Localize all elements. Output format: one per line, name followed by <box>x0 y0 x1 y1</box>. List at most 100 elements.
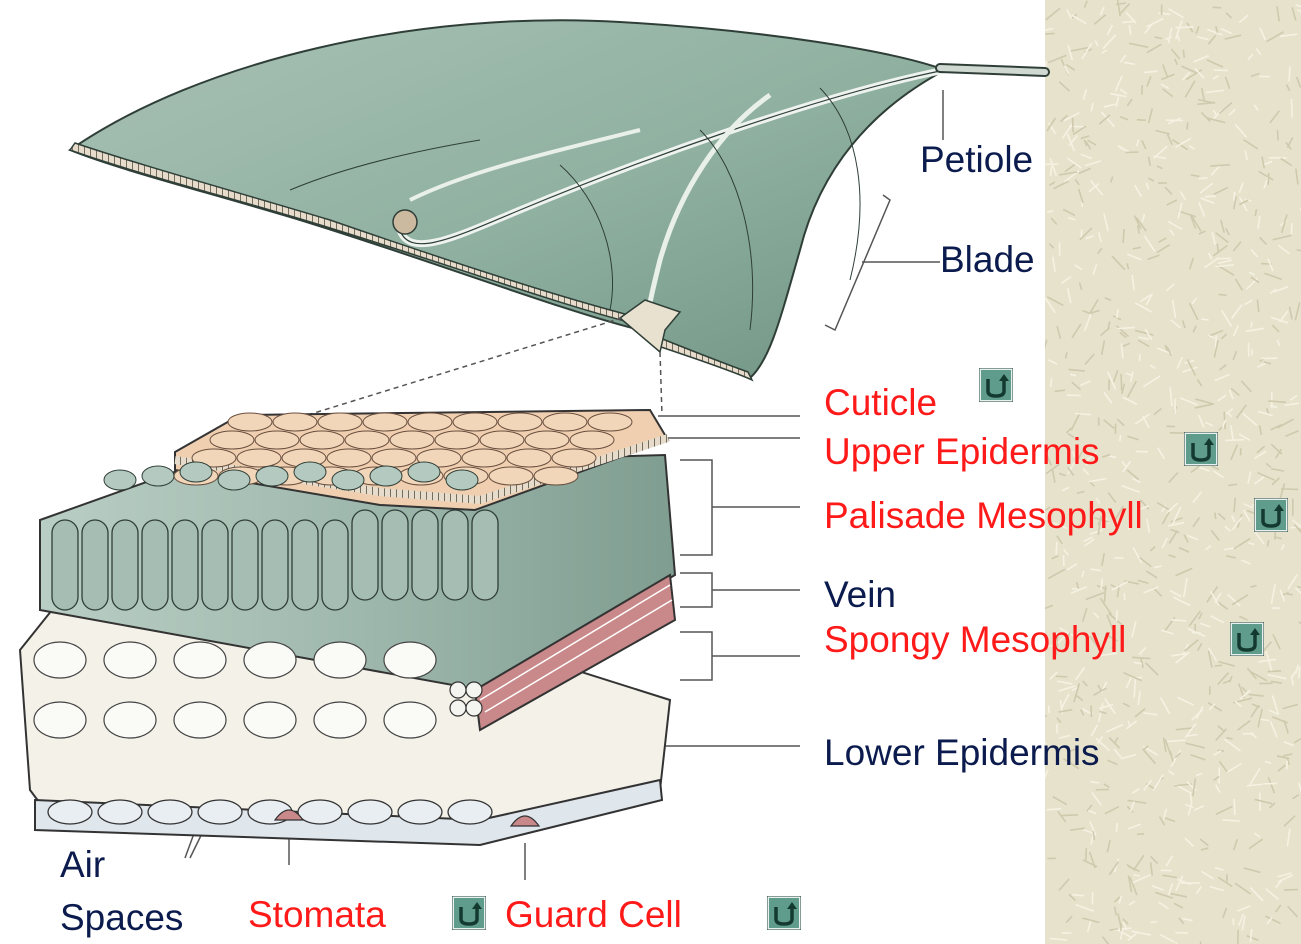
label-petiole: Petiole <box>920 140 1033 180</box>
upper-epidermis-cell <box>318 413 362 431</box>
vein-vessel <box>450 682 466 698</box>
upper-epidermis-cell <box>462 449 506 467</box>
upper-epidermis-cell <box>525 431 569 449</box>
palisade-cell <box>82 520 108 610</box>
upper-epidermis-cell <box>543 413 587 431</box>
spongy-cell <box>314 642 366 678</box>
palisade-cell-top <box>104 470 136 490</box>
label-blade: Blade <box>940 240 1035 280</box>
spongy-cell <box>244 702 296 738</box>
upper-epidermis-cell <box>588 413 632 431</box>
palisade-cell-top <box>370 466 402 486</box>
upper-epidermis-cell <box>453 413 497 431</box>
palisade-cell <box>472 510 498 600</box>
return-arrow-icon <box>1184 432 1218 466</box>
spongy-cell <box>244 642 296 678</box>
palisade-cell-top <box>256 466 288 486</box>
return-arrow-icon <box>979 368 1013 402</box>
spongy-cell <box>174 702 226 738</box>
lower-epidermis-cell <box>448 800 492 824</box>
vein-vessel <box>450 700 466 716</box>
upper-epidermis-cell <box>363 413 407 431</box>
label-air-spaces-line2: Spaces <box>60 898 183 938</box>
return-arrow-button-cuticle[interactable] <box>979 368 1013 402</box>
palisade-cell <box>142 520 168 610</box>
upper-epidermis-cell <box>228 413 272 431</box>
palisade-cell-top <box>142 466 174 486</box>
return-arrow-button-spongy-mesophyll[interactable] <box>1230 622 1264 656</box>
palisade-cell <box>292 520 318 610</box>
lower-epidermis-cell <box>198 800 242 824</box>
palisade-cell <box>172 520 198 610</box>
upper-epidermis-cell <box>570 431 614 449</box>
return-arrow-icon <box>1230 622 1264 656</box>
return-arrow-button-guard-cell[interactable] <box>767 896 801 930</box>
upper-epidermis-cell <box>507 449 551 467</box>
label-upper-epidermis: Upper Epidermis <box>824 432 1100 472</box>
label-guard-cell: Guard Cell <box>505 895 682 935</box>
lower-epidermis-cell <box>48 800 92 824</box>
upper-epidermis-cell <box>489 467 533 485</box>
vein-vessel <box>466 700 482 716</box>
leaf-blade <box>70 20 1045 380</box>
vein-vessel <box>466 682 482 698</box>
upper-epidermis-cell <box>300 431 344 449</box>
spongy-cell <box>384 702 436 738</box>
upper-epidermis-cell <box>237 449 281 467</box>
upper-epidermis-cell <box>552 449 596 467</box>
spongy-cell <box>34 702 86 738</box>
spongy-cell <box>314 702 366 738</box>
upper-epidermis-cell <box>372 449 416 467</box>
palisade-cell <box>232 520 258 610</box>
label-stomata: Stomata <box>248 895 386 935</box>
upper-epidermis-cell <box>534 467 578 485</box>
upper-epidermis-cell <box>480 431 524 449</box>
spongy-cell <box>174 642 226 678</box>
return-arrow-icon <box>1254 498 1288 532</box>
palisade-cell-top <box>408 462 440 482</box>
spongy-cell <box>104 702 156 738</box>
upper-epidermis-cell <box>327 449 371 467</box>
palisade-cell-top <box>180 462 212 482</box>
spongy-cell <box>384 642 436 678</box>
upper-epidermis-cell <box>498 413 542 431</box>
palisade-cell <box>412 510 438 600</box>
upper-epidermis-cell <box>273 413 317 431</box>
upper-epidermis-cell <box>408 413 452 431</box>
label-vein: Vein <box>824 575 896 615</box>
palisade-cell <box>322 520 348 610</box>
label-palisade-mesophyll: Palisade Mesophyll <box>824 496 1143 536</box>
palisade-cell-top <box>218 470 250 490</box>
lower-epidermis-cell <box>298 800 342 824</box>
label-cuticle: Cuticle <box>824 383 937 423</box>
palisade-cell <box>112 520 138 610</box>
lower-epidermis-cell <box>398 800 442 824</box>
return-arrow-icon <box>767 896 801 930</box>
return-arrow-icon <box>452 896 486 930</box>
palisade-cell-top <box>332 470 364 490</box>
label-spongy-mesophyll: Spongy Mesophyll <box>824 620 1126 660</box>
palisade-cell <box>52 520 78 610</box>
lower-epidermis-cell <box>348 800 392 824</box>
upper-epidermis-cell <box>255 431 299 449</box>
palisade-cell-top <box>294 462 326 482</box>
palisade-cell <box>202 520 228 610</box>
spongy-cell <box>104 642 156 678</box>
lower-epidermis-cell <box>98 800 142 824</box>
palisade-cell <box>262 520 288 610</box>
spongy-cell <box>34 642 86 678</box>
return-arrow-button-upper-epidermis[interactable] <box>1184 432 1218 466</box>
upper-epidermis-cell <box>345 431 389 449</box>
upper-epidermis-cell <box>210 431 254 449</box>
palisade-cell <box>442 510 468 600</box>
return-arrow-button-stomata[interactable] <box>452 896 486 930</box>
return-arrow-button-palisade-mesophyll[interactable] <box>1254 498 1288 532</box>
palisade-cell-top <box>446 470 478 490</box>
upper-epidermis-cell <box>435 431 479 449</box>
palisade-cell <box>352 510 378 600</box>
label-lower-epidermis: Lower Epidermis <box>824 733 1100 773</box>
label-air-spaces-line1: Air <box>60 845 105 885</box>
palisade-cell <box>382 510 408 600</box>
upper-epidermis-cell <box>390 431 434 449</box>
